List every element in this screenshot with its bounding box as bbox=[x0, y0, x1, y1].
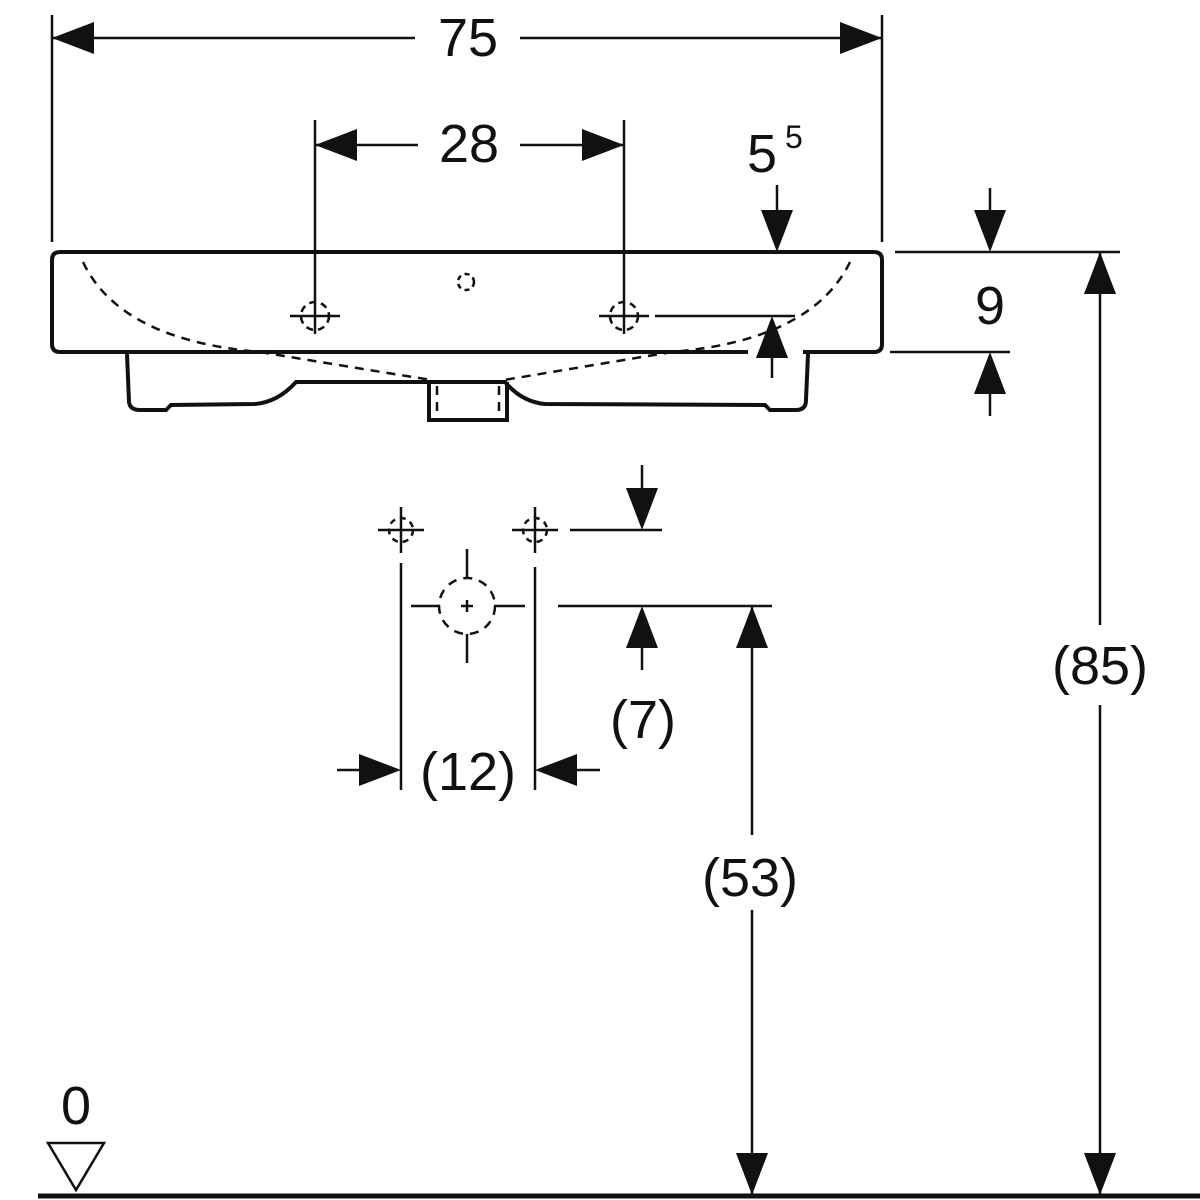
drain-point bbox=[411, 549, 525, 663]
supply-point-left bbox=[378, 507, 424, 553]
wall-connections bbox=[378, 507, 558, 790]
tap-hole-right bbox=[599, 288, 649, 334]
floor-level: 0 bbox=[38, 1076, 1200, 1199]
tap-hole-left bbox=[290, 288, 340, 334]
dimension-drain-height: (53) bbox=[702, 606, 798, 1195]
dimension-total-height: (85) bbox=[1010, 250, 1148, 1195]
dimension-connection-spacing: (12) bbox=[337, 742, 600, 802]
dimension-label: 5 bbox=[747, 124, 777, 184]
dimension-drain-offset: (7) bbox=[558, 465, 772, 750]
basin-front-view bbox=[50, 250, 884, 422]
dimension-rim-offset: 5 5 bbox=[747, 119, 803, 252]
dimension-label: 9 bbox=[975, 276, 1005, 336]
dimension-label: (53) bbox=[702, 848, 798, 908]
dimension-label: (12) bbox=[420, 742, 516, 802]
dimension-basin-height: 9 bbox=[890, 188, 1010, 416]
dimension-label: 28 bbox=[439, 114, 499, 174]
floor-level-label: 0 bbox=[61, 1076, 91, 1136]
dimension-superscript: 5 bbox=[785, 119, 803, 155]
dimension-overall-width: 75 bbox=[50, 8, 884, 242]
supply-point-right bbox=[512, 507, 558, 553]
dimension-label: 75 bbox=[438, 8, 498, 68]
level-triangle-icon bbox=[45, 1141, 107, 1193]
dimension-tap-hole-spacing: 28 bbox=[313, 114, 626, 288]
dimension-label: (7) bbox=[610, 690, 676, 750]
dimension-label: (85) bbox=[1052, 636, 1148, 696]
